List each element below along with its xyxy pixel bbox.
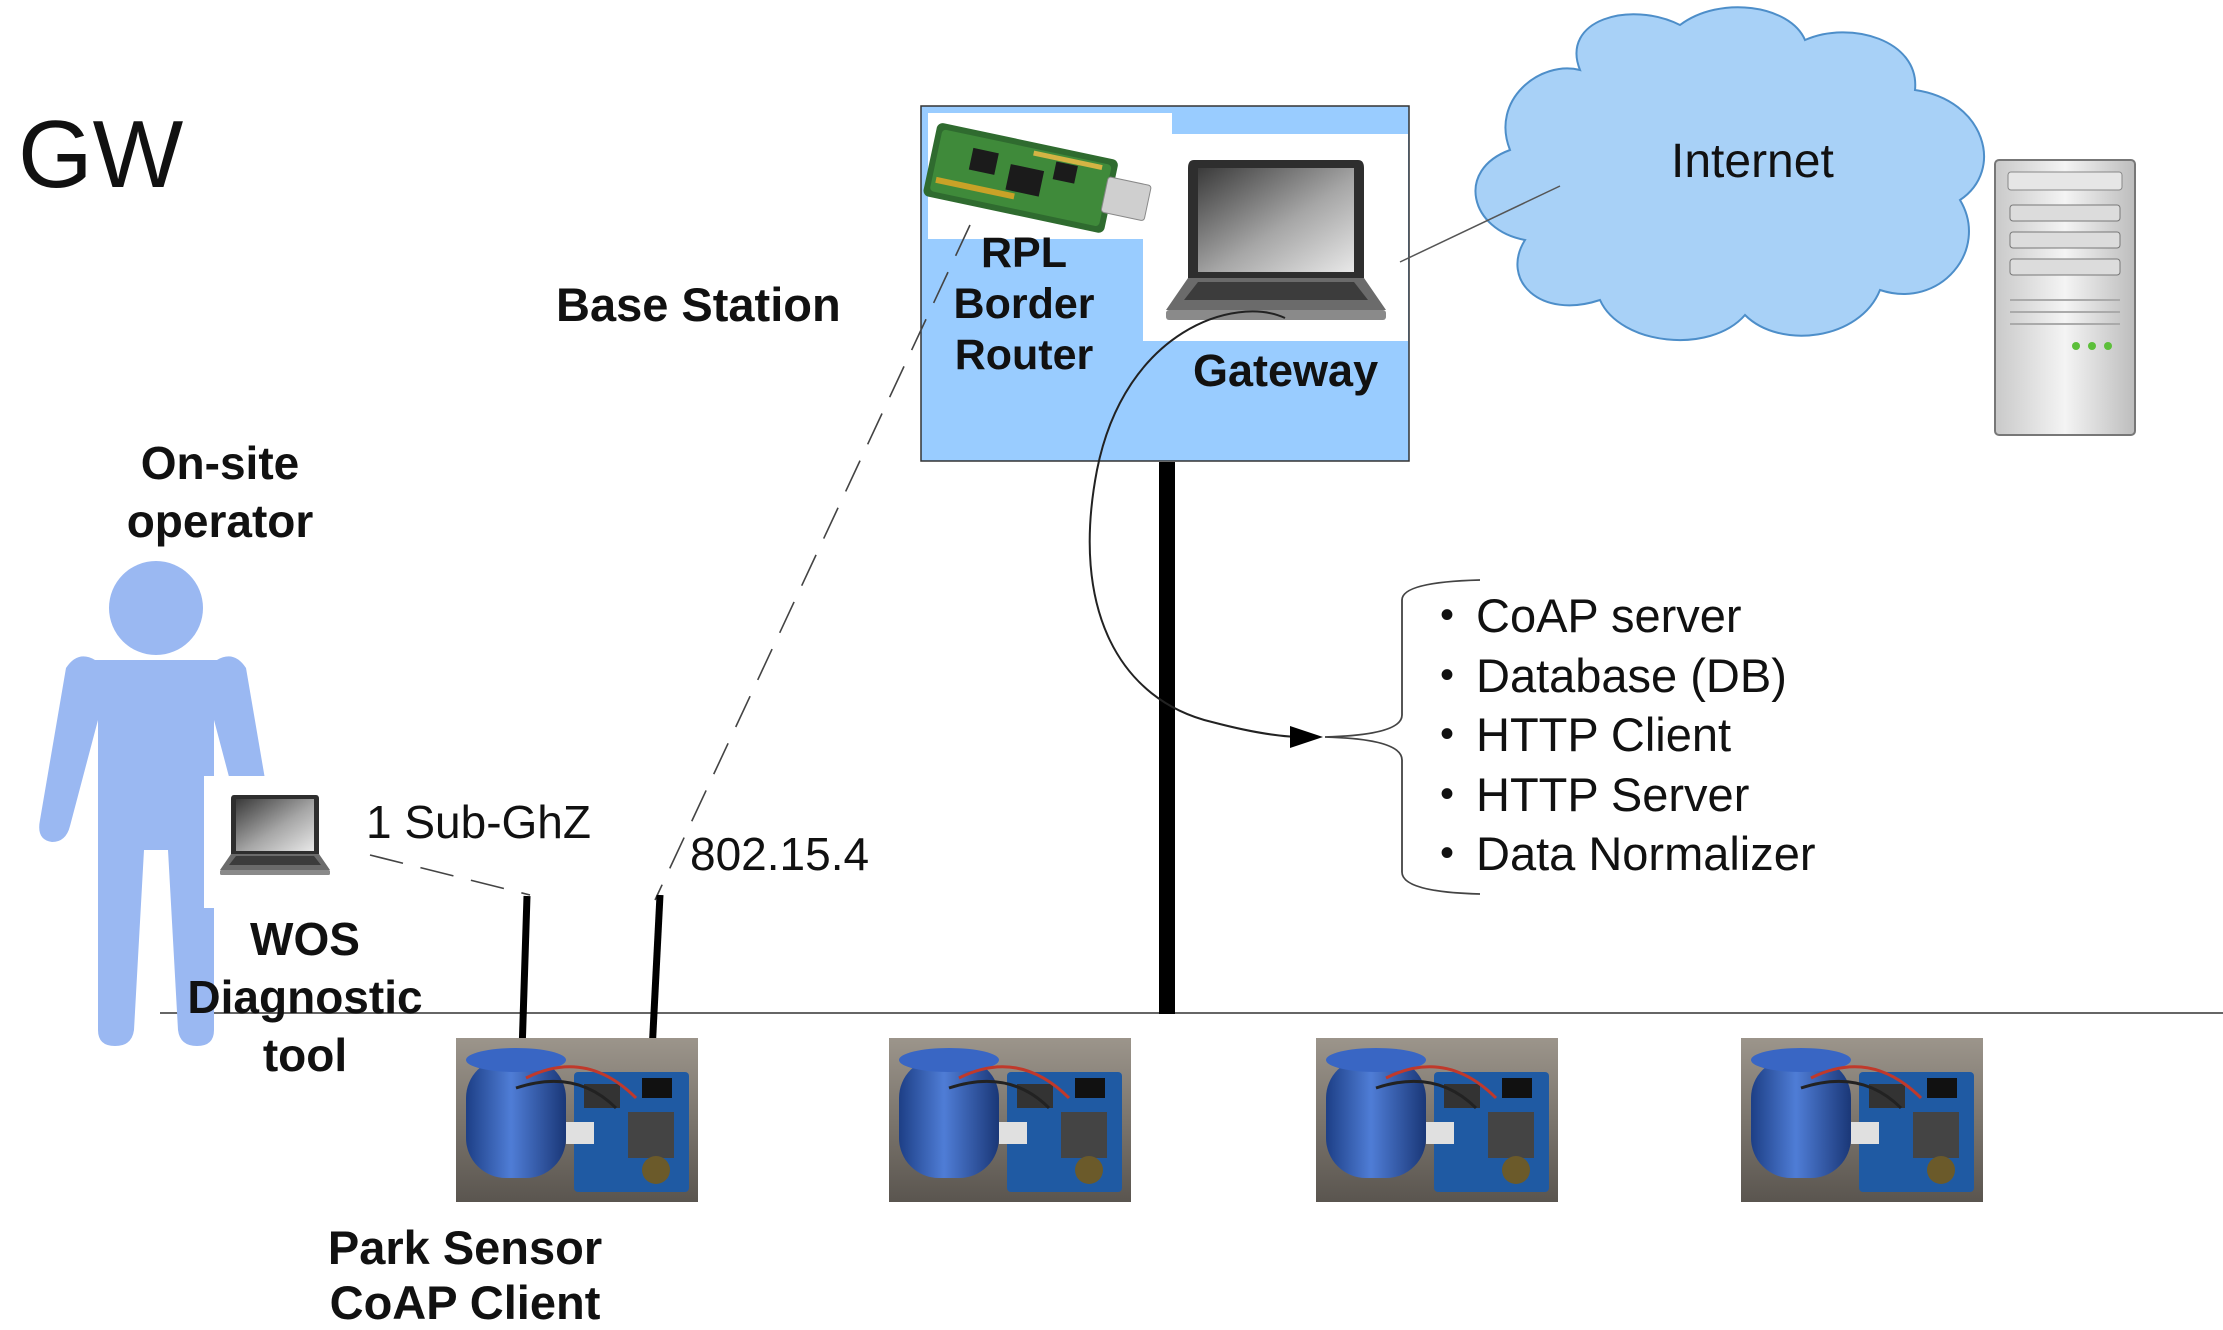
list-item: •CoAP server: [1440, 589, 1742, 642]
service-label: Database (DB): [1476, 648, 1787, 702]
wos-label-line: tool: [262, 1029, 348, 1081]
list-item: •HTTP Server: [1440, 767, 1750, 821]
park-sensor-icon: [887, 1036, 1133, 1204]
rpl-label-line: RPL: [981, 229, 1067, 277]
gateway-label: Gateway: [1193, 345, 1379, 396]
rpl-border-router-label: RPL Border Router: [924, 228, 1124, 381]
park-sensor-label: Park Sensor CoAP Client: [300, 1220, 630, 1330]
internet-label: Internet: [1671, 135, 1834, 188]
service-label: HTTP Server: [1476, 767, 1750, 821]
gateway-laptop-icon: [1166, 160, 1386, 320]
operator-label-line: On-site: [140, 437, 300, 489]
rpl-label-line: Border: [953, 280, 1095, 328]
wos-laptop-icon: [220, 795, 330, 875]
service-label: Data Normalizer: [1476, 827, 1816, 880]
service-label: HTTP Client: [1476, 708, 1732, 761]
list-item: •HTTP Client: [1440, 708, 1732, 761]
base-station-label: Base Station: [556, 278, 841, 331]
base-station-link: [1159, 462, 1175, 1014]
on-site-operator-label: On-site operator: [90, 434, 350, 550]
wos-label-line: Diagnostic: [187, 971, 423, 1023]
rpl-label-line: Router: [954, 331, 1094, 379]
park-sensor-label-line: Park Sensor: [327, 1221, 603, 1274]
antenna-subghz: [518, 895, 531, 1053]
list-item: •Database (DB): [1440, 648, 1787, 702]
list-item: •Data Normalizer: [1440, 827, 1816, 880]
person-icon: [39, 561, 273, 1046]
wos-tool-label: WOS Diagnostic tool: [160, 910, 450, 1084]
services-brace: [1324, 579, 1481, 895]
cloud-icon: [1474, 6, 1985, 342]
operator-label-line: operator: [126, 495, 314, 547]
sub-ghz-label: 1 Sub-GhZ: [366, 796, 591, 848]
service-label: CoAP server: [1476, 589, 1742, 642]
gateway-services-list: •CoAP server •Database (DB) •HTTP Client…: [1440, 588, 1816, 886]
subghz-radio-link: [369, 854, 531, 896]
services-arrow: [1088, 310, 1299, 738]
park-sensor-icon: [1739, 1036, 1985, 1204]
server-icon: [1994, 159, 2136, 436]
park-sensor-icon: [1314, 1036, 1560, 1204]
services-arrowhead: [1290, 726, 1323, 748]
ieee-label: 802.15.4: [690, 828, 870, 880]
wos-label-line: WOS: [250, 913, 360, 965]
ieee-radio-link: [654, 224, 971, 901]
antenna-ieee: [648, 894, 664, 1053]
page-title: GW: [18, 101, 184, 208]
park-sensor-label-line: CoAP Client: [329, 1276, 601, 1329]
park-sensor-icon: [454, 1036, 700, 1204]
rpl-board-icon: [923, 123, 1152, 233]
internet-link: [1399, 185, 1561, 263]
